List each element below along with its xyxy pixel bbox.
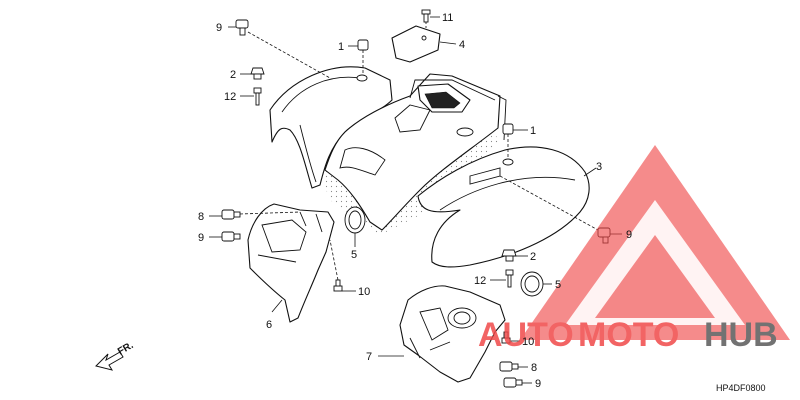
callout-12-right: 12 (474, 275, 486, 287)
fastener-1-top (357, 39, 369, 51)
part-5-grommet-right (520, 271, 544, 297)
fastener-2-top (250, 67, 265, 80)
callout-2-right: 2 (530, 251, 536, 263)
fastener-2-right (501, 249, 517, 262)
fastener-8-left (221, 209, 241, 220)
callout-9-top: 9 (216, 22, 222, 34)
callout-6: 6 (266, 319, 272, 331)
callouts: 9 2 12 1 11 4 1 3 9 8 9 5 10 6 2 12 5 10… (198, 12, 632, 390)
front-arrow-icon (95, 351, 124, 371)
fastener-10-left (333, 279, 343, 292)
part-7-opening-inner (453, 311, 471, 325)
fastener-12-top (253, 87, 262, 106)
part-7-recess (419, 307, 449, 341)
part-6-inner-panel-left (247, 203, 335, 323)
callout-8-right: 8 (531, 362, 537, 374)
callout-5-left: 5 (351, 249, 357, 261)
fender-mount-hole (456, 127, 474, 137)
part-7-opening (447, 307, 477, 329)
fastener-10-right (501, 331, 511, 344)
diagram-code: HP4DF0800 (716, 383, 766, 393)
fender-right-wing-edge (439, 176, 576, 211)
callout-3: 3 (596, 161, 602, 173)
fastener-11 (421, 9, 431, 23)
part-5-grommet-left (344, 206, 366, 234)
callout-1-top: 1 (338, 41, 344, 53)
callout-7: 7 (366, 351, 372, 363)
callout-10-right: 10 (522, 336, 534, 348)
fastener-1-right-lower (502, 158, 514, 166)
fastener-12-right (505, 269, 514, 288)
headlight-lens (424, 91, 461, 109)
callout-4: 4 (459, 39, 465, 51)
callout-12-top: 12 (224, 91, 236, 103)
leader-lines (209, 16, 622, 384)
part-6-recess (261, 219, 307, 253)
fastener-9-bottom (503, 377, 523, 388)
automotohub-watermark: AUTO MOTO HUB (478, 145, 790, 354)
fastener-9-top (235, 19, 249, 36)
part-7-inner-panel-right (399, 285, 506, 383)
callout-10-left: 10 (358, 286, 370, 298)
callout-9-bottom: 9 (535, 378, 541, 390)
watermark-triangle-core (595, 235, 715, 318)
callout-8-left: 8 (198, 211, 204, 223)
fender-center-pocket (394, 104, 431, 133)
part-6-ribs (257, 211, 323, 263)
fastener-1-right (502, 123, 514, 135)
callout-1-right: 1 (530, 125, 536, 137)
fender-inner-opening (339, 147, 386, 176)
front-direction-indicator: FR. (95, 340, 136, 371)
fender-left-wing-rim (281, 76, 361, 183)
callout-2-top: 2 (230, 69, 236, 81)
watermark-text-auto: AUTO (478, 316, 574, 354)
callout-11: 11 (442, 12, 453, 24)
callout-9-left: 9 (198, 232, 204, 244)
fastener-1-top-lower (356, 74, 368, 82)
fastener-9-left (221, 231, 241, 242)
watermark-text-moto: MOTO (578, 316, 679, 354)
part-7-ribs (409, 337, 451, 359)
part-4-hole (421, 35, 427, 41)
front-fender-assembly (269, 66, 590, 268)
front-label: FR. (116, 340, 136, 358)
part-4-cover (391, 25, 441, 63)
watermark-text-hub: HUB (704, 316, 778, 354)
fender-center-ridge (409, 79, 496, 101)
fender-center-section (324, 73, 501, 231)
callout-5-right: 5 (555, 279, 561, 291)
fastener-8-right (499, 361, 519, 372)
callout-9-right: 9 (626, 229, 632, 241)
